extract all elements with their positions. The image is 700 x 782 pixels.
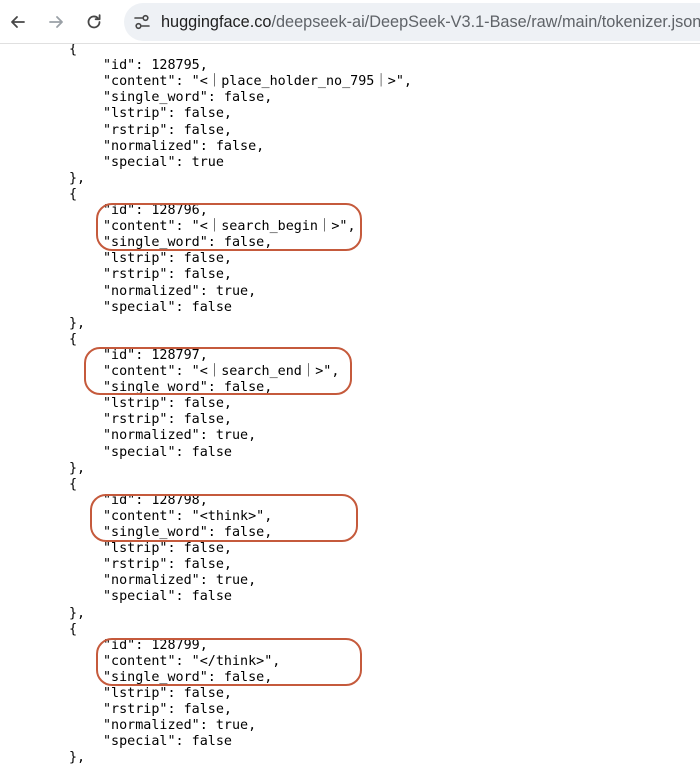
forward-button[interactable]	[42, 8, 70, 36]
code-line: "rstrip": false,	[103, 557, 232, 573]
code-line: },	[69, 460, 86, 476]
reload-button[interactable]	[80, 8, 108, 36]
code-line: "rstrip": false,	[103, 267, 232, 283]
code-line: "normalized": true,	[103, 283, 257, 299]
site-info-button[interactable]	[132, 12, 152, 32]
code-line: {	[69, 476, 78, 492]
code-line: {	[69, 621, 78, 637]
code-line: "single_word": false,	[103, 380, 273, 396]
code-line: },	[69, 315, 86, 331]
url-text[interactable]: huggingface.co/deepseek-ai/DeepSeek-V3.1…	[161, 13, 700, 31]
code-line: "id": 128795,	[103, 58, 208, 74]
code-line: "content": "<｜place_holder_no_795｜>",	[103, 74, 412, 90]
code-line: "single_word": false,	[103, 90, 273, 106]
code-line: "lstrip": false,	[103, 106, 232, 122]
code-line: "special": true	[103, 154, 224, 170]
code-line: "id": 128797,	[103, 347, 208, 363]
code-line: "rstrip": false,	[103, 702, 232, 718]
address-bar[interactable]: huggingface.co/deepseek-ai/DeepSeek-V3.1…	[124, 3, 700, 41]
code-line: "special": false	[103, 444, 232, 460]
code-line: },	[69, 170, 86, 186]
code-line: "special": false	[103, 734, 232, 750]
code-line: },	[69, 750, 86, 766]
code-line: "rstrip": false,	[103, 412, 232, 428]
code-line: {	[69, 331, 78, 347]
code-line: "normalized": true,	[103, 428, 257, 444]
back-button[interactable]	[4, 8, 32, 36]
code-line: "lstrip": false,	[103, 541, 232, 557]
site-info-icon	[134, 14, 150, 30]
code-line: "normalized": true,	[103, 718, 257, 734]
code-line: "lstrip": false,	[103, 686, 232, 701]
code-line: "id": 128796,	[103, 203, 208, 218]
code-line: "id": 128798,	[103, 492, 208, 508]
forward-arrow-icon	[49, 16, 63, 28]
browser-toolbar: huggingface.co/deepseek-ai/DeepSeek-V3.1…	[0, 0, 700, 44]
code-line: "content": "</think>",	[103, 653, 281, 669]
code-line: "lstrip": false,	[103, 396, 232, 412]
code-line: "single_word": false,	[103, 669, 273, 685]
reload-icon	[87, 14, 101, 29]
url-host: huggingface.co	[161, 13, 272, 31]
code-line: {	[69, 44, 78, 57]
back-arrow-icon	[11, 16, 25, 28]
code-line: "content": "<｜search_end｜>",	[103, 364, 340, 379]
code-line: {	[69, 186, 78, 202]
code-line: "special": false	[103, 589, 232, 605]
code-line: },	[69, 605, 86, 621]
json-viewer: },"special": false"normalized": true,"rs…	[0, 44, 700, 782]
code-line: "content": "<｜search_begin｜>",	[103, 219, 356, 235]
code-line: "single_word": false,	[103, 235, 273, 251]
code-line: "normalized": true,	[103, 573, 257, 589]
code-line: "lstrip": false,	[103, 251, 232, 267]
url-path: /deepseek-ai/DeepSeek-V3.1-Base/raw/main…	[271, 13, 700, 31]
code-line: "special": false	[103, 299, 232, 315]
code-line: "rstrip": false,	[103, 122, 232, 138]
code-line: "content": "<think>",	[103, 508, 273, 524]
code-line: "normalized": false,	[103, 138, 265, 154]
code-line: "single_word": false,	[103, 525, 273, 540]
code-line: "id": 128799,	[103, 637, 208, 653]
